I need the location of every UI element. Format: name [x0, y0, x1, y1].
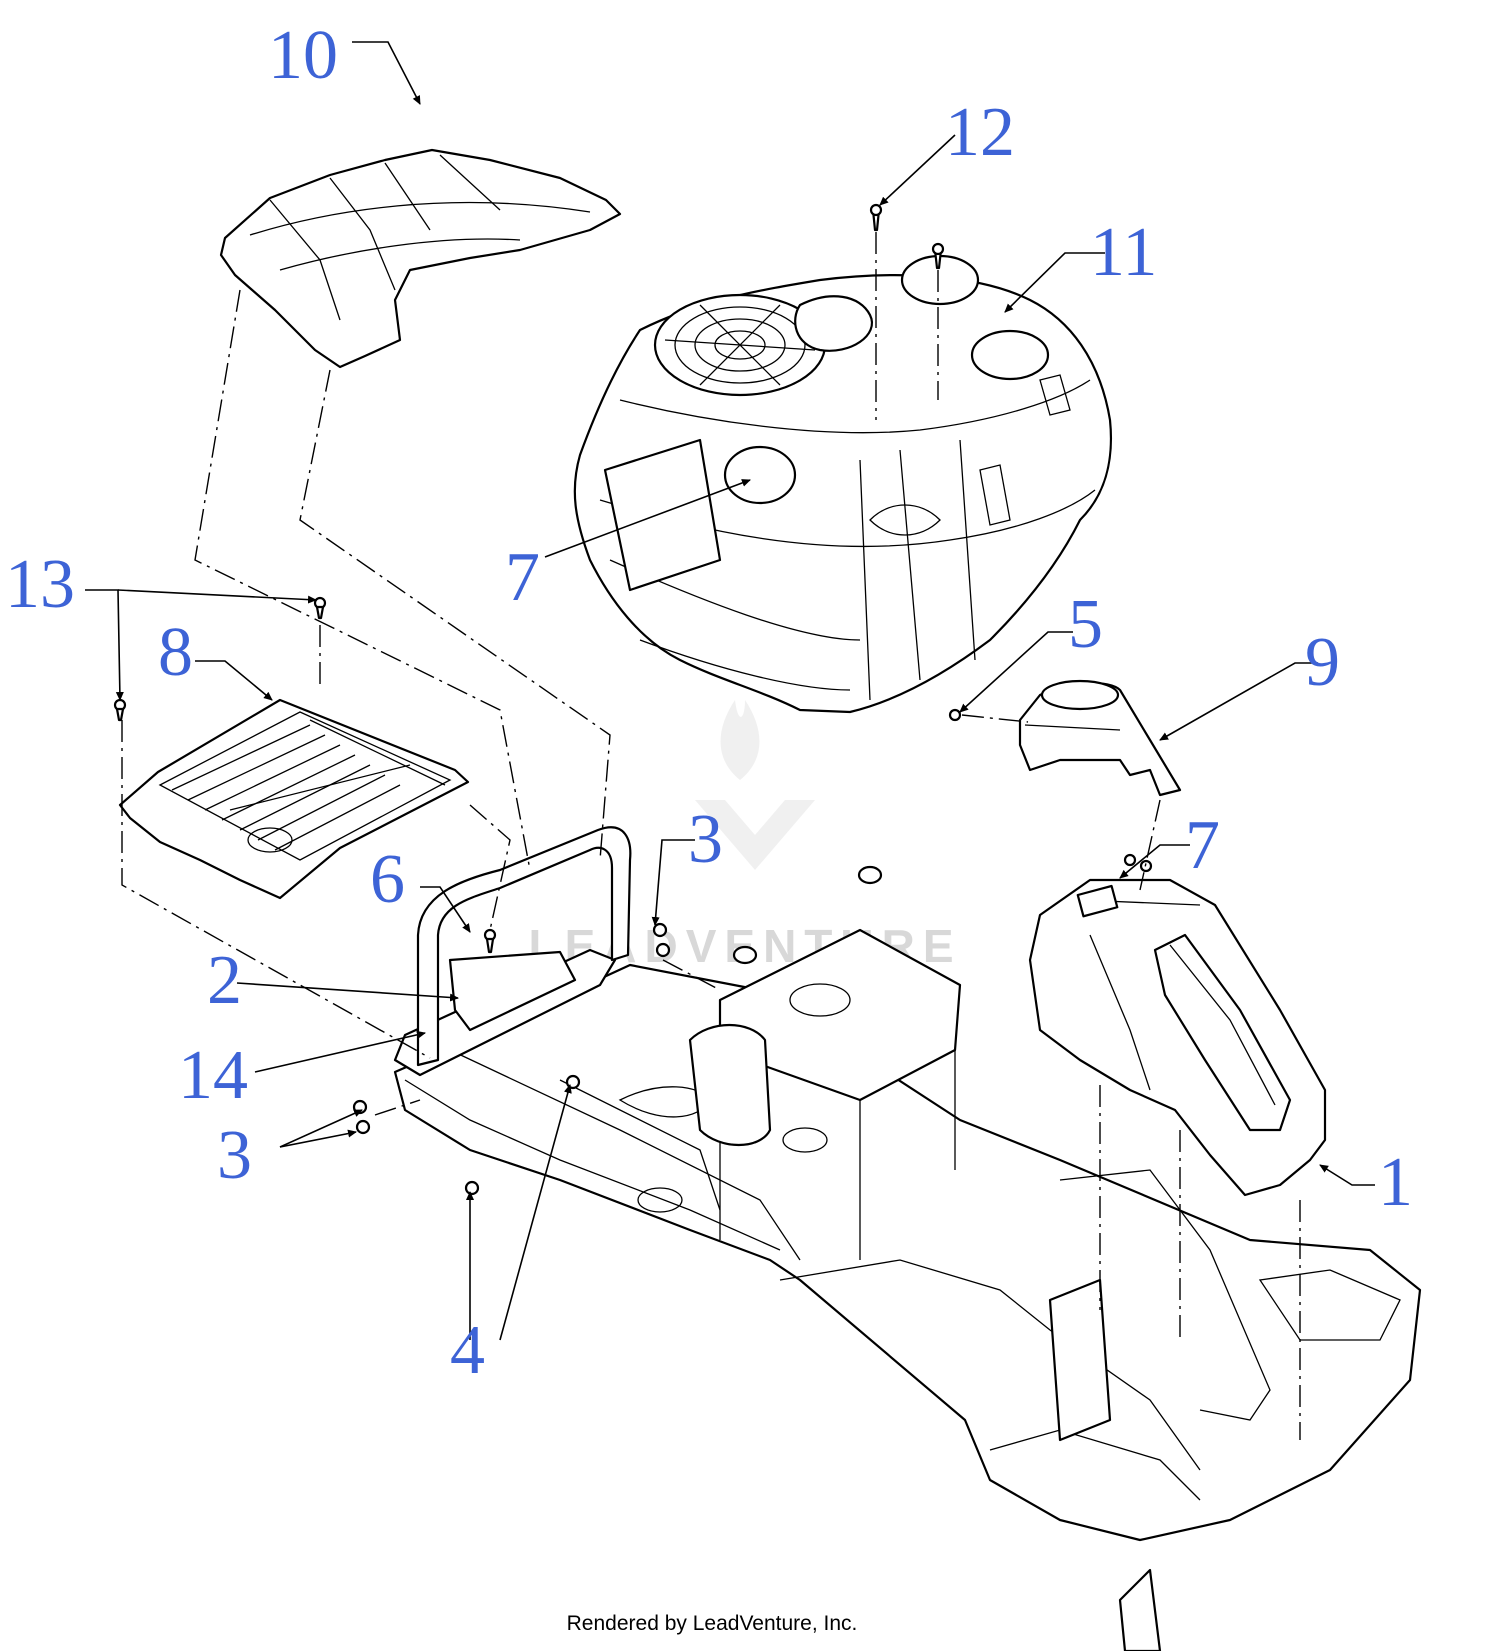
- part-8-tray: [118, 698, 470, 900]
- watermark-logo: [695, 700, 815, 870]
- part-6-seat-bar: [416, 826, 632, 1067]
- callout-7-dash: 7: [1185, 807, 1220, 884]
- callout-12: 12: [945, 94, 1015, 171]
- callout-4: 4: [450, 1312, 485, 1389]
- callout-11: 11: [1090, 214, 1157, 291]
- callout-6: 6: [370, 841, 405, 918]
- callout-8: 8: [158, 614, 193, 691]
- part-11-hood: [573, 254, 1112, 714]
- callout-5: 5: [1068, 586, 1103, 663]
- callout-9: 9: [1305, 624, 1340, 701]
- footer-credit: Rendered by LeadVenture, Inc.: [567, 1612, 858, 1635]
- part-9-dash-cover: [1018, 679, 1182, 797]
- leader-lines: [85, 41, 1375, 1341]
- callout-10: 10: [268, 17, 338, 94]
- fasteners: [113, 203, 1153, 1196]
- callout-7-hood: 7: [505, 539, 540, 616]
- callout-3-bottom: 3: [217, 1117, 252, 1194]
- callout-3-top: 3: [688, 801, 723, 878]
- callout-1: 1: [1378, 1144, 1413, 1221]
- part-1-fender: [1028, 878, 1327, 1197]
- callout-14: 14: [178, 1037, 248, 1114]
- alignment-lines: [121, 232, 1301, 1440]
- part-10-cover: [219, 148, 622, 369]
- callout-13: 13: [5, 546, 75, 623]
- callout-2: 2: [207, 942, 242, 1019]
- callout-labels: 10 12 11 7 13 8 5 9 3 7 6 2 14 3 1 4: [5, 17, 1413, 1389]
